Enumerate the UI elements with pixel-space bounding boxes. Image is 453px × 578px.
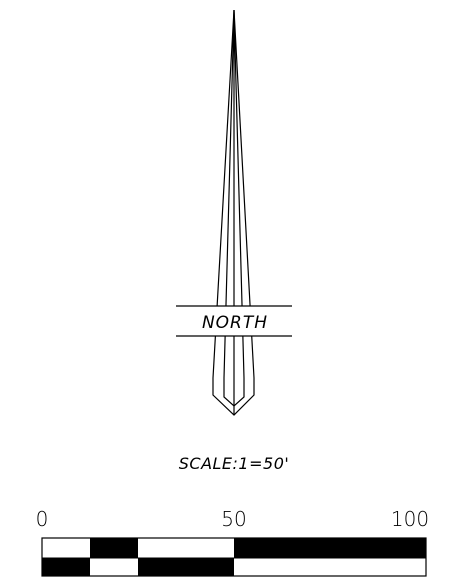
scale-bar-bottom-seg-3	[138, 558, 234, 576]
scale-bar-bottom-seg-2	[90, 558, 138, 576]
scale-bar-bottom-seg-1	[42, 558, 90, 576]
scale-bar-top-seg-3	[138, 538, 234, 558]
scale-tick-label-100: 100	[391, 507, 429, 531]
north-arrow	[212, 9, 255, 416]
north-band-mask	[176, 306, 292, 336]
north-label: NORTH	[202, 313, 268, 333]
scale-bar-top-seg-2	[90, 538, 138, 558]
north-label-band: NORTH	[176, 305, 292, 337]
north-arrow-inner-blade	[223, 9, 245, 407]
scale-tick-label-50: 50	[221, 507, 246, 531]
scale-bar-bottom-seg-4	[234, 558, 426, 576]
scale-bar-top-seg-4	[234, 538, 426, 558]
north-arrow-outer-blade	[212, 9, 255, 416]
scale-label: SCALE:1=50'	[179, 454, 290, 473]
scale-bar-outline	[41, 537, 427, 577]
scale-bar	[41, 537, 427, 577]
scale-tick-label-0: 0	[36, 507, 49, 531]
scale-bar-top-seg-1	[42, 538, 90, 558]
